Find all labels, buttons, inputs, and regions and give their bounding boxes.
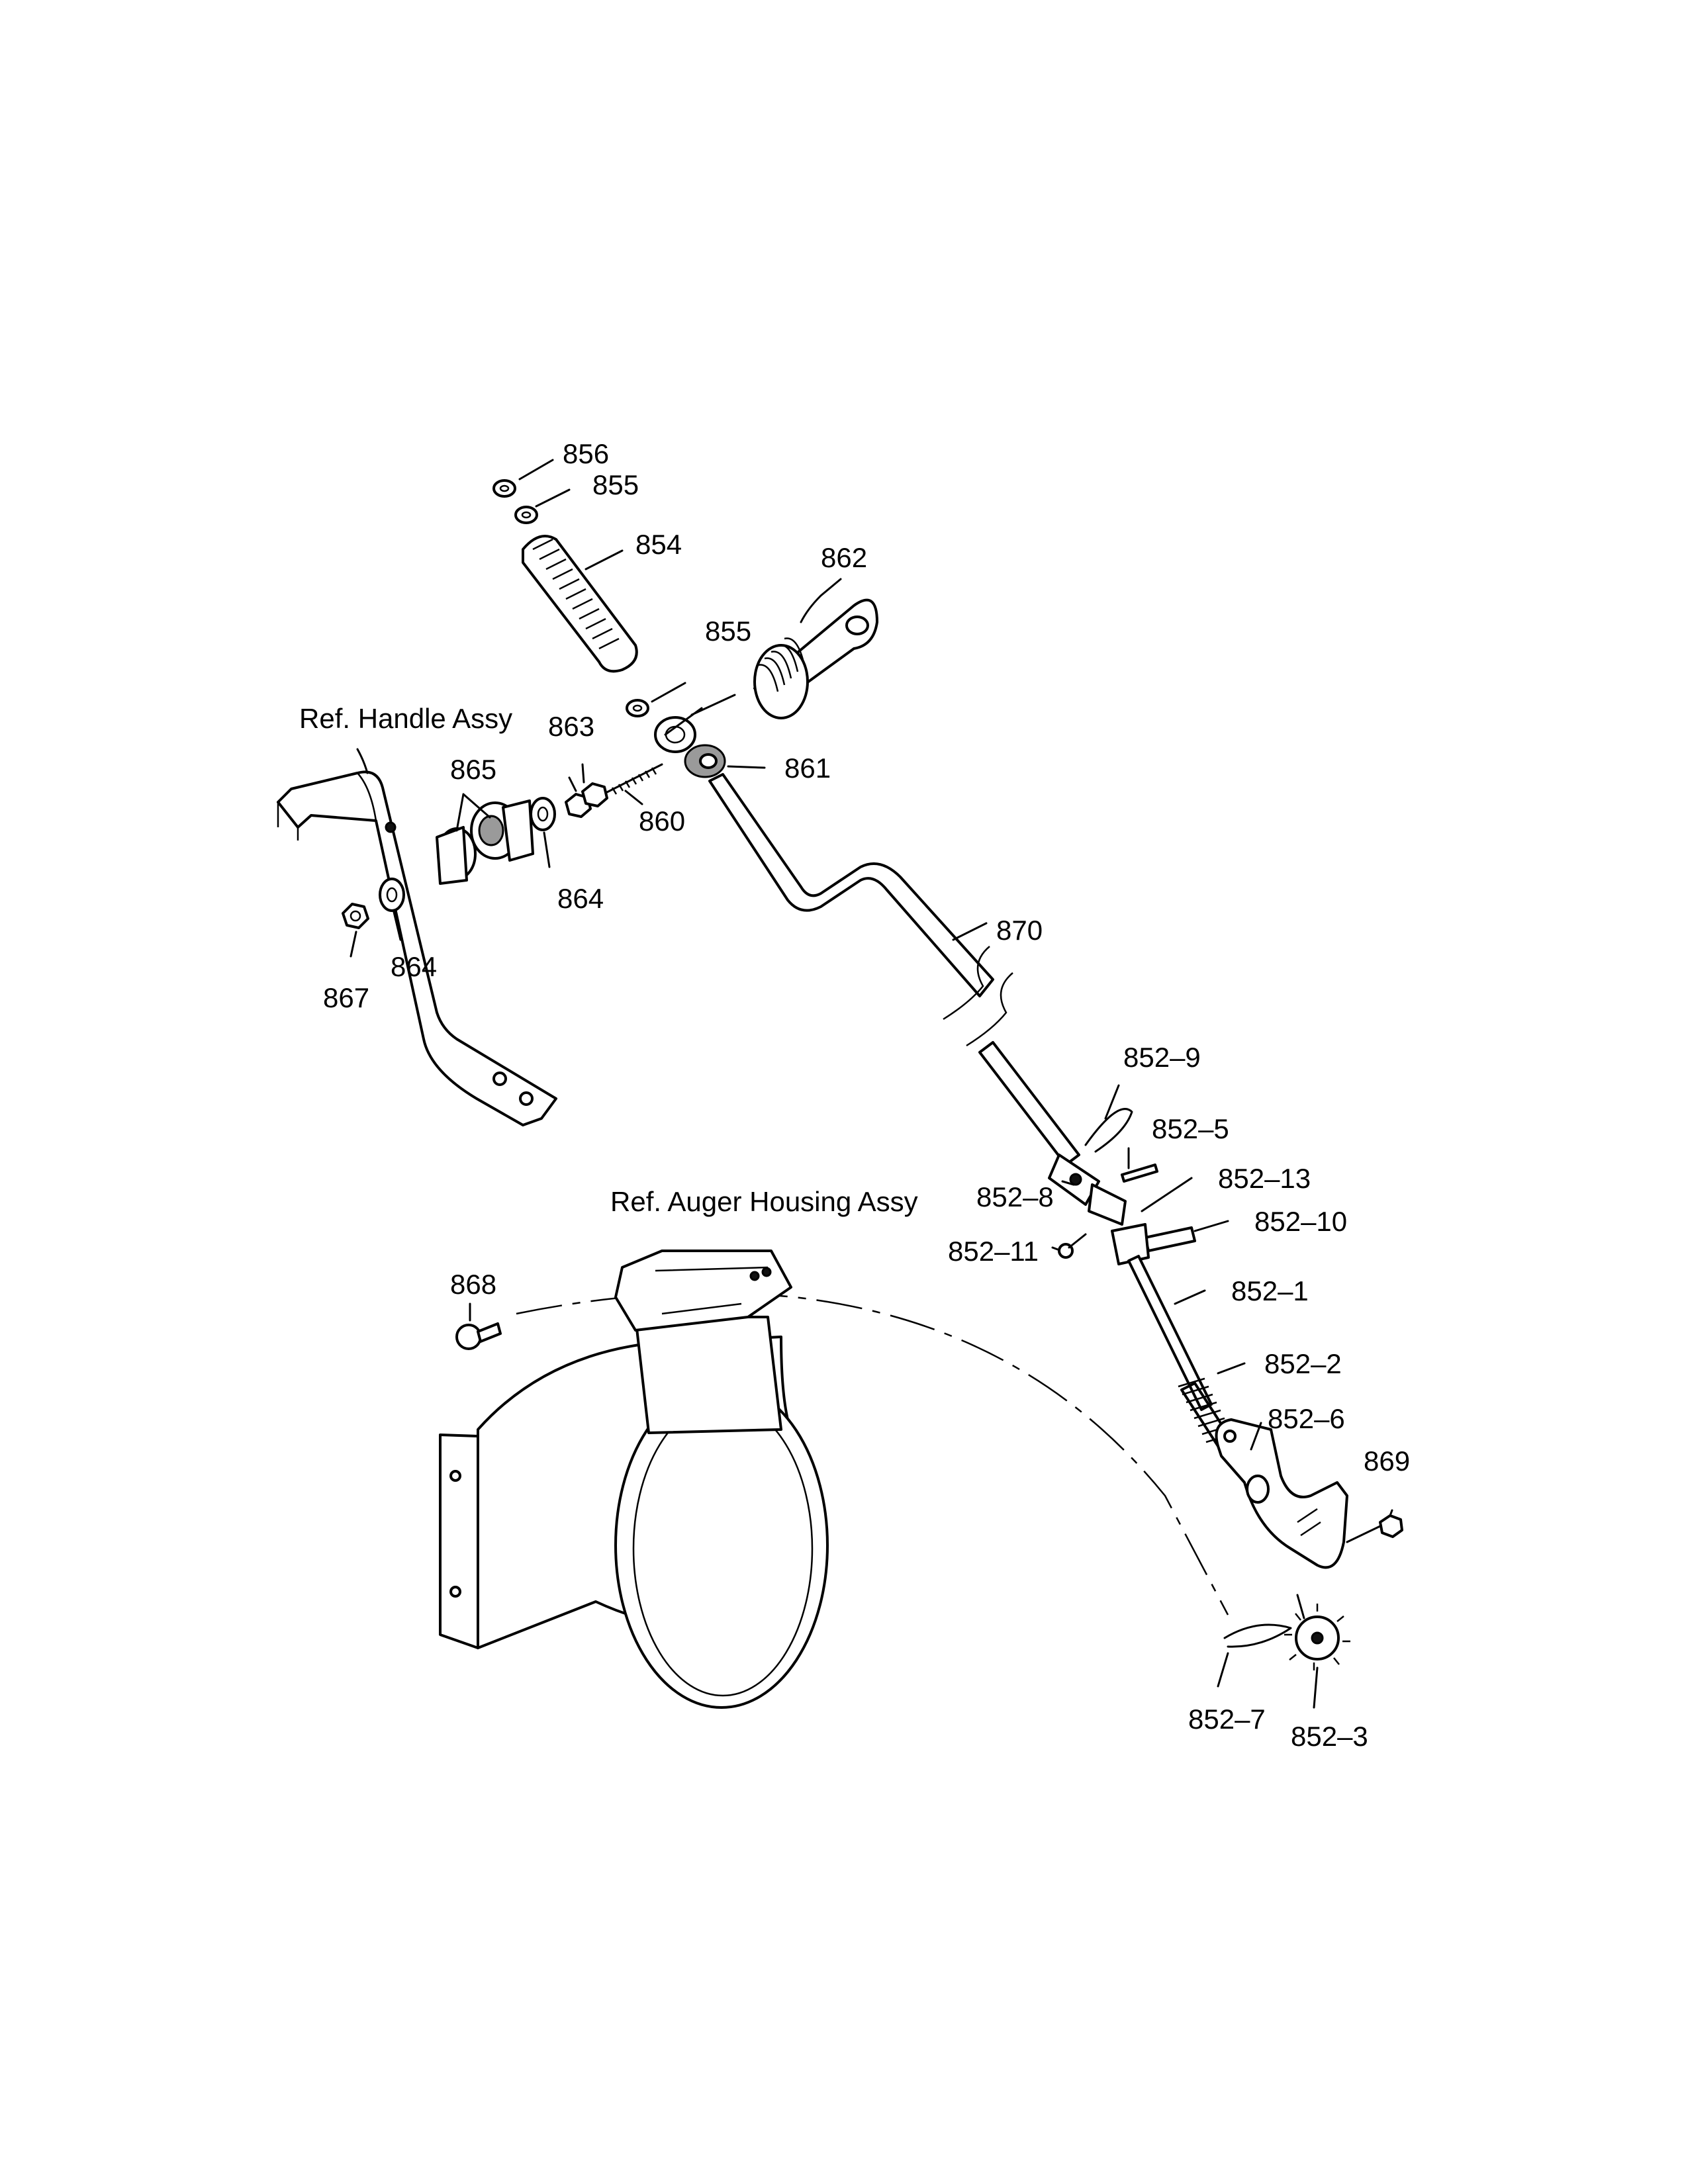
bushing-865 bbox=[436, 799, 534, 885]
label-852-3: 852–3 bbox=[1291, 1721, 1368, 1752]
label-860: 860 bbox=[639, 805, 685, 837]
hair-pin-852-7 bbox=[1223, 1623, 1292, 1648]
auger-housing-assy bbox=[439, 1250, 829, 1709]
label-864-upper: 864 bbox=[557, 883, 604, 914]
label-852-2: 852–2 bbox=[1264, 1348, 1342, 1379]
bracket-852-6 bbox=[1215, 1418, 1348, 1569]
label-852-10: 852–10 bbox=[1254, 1206, 1347, 1237]
washer-855-top bbox=[514, 506, 538, 524]
carriage-bolt-868 bbox=[455, 1322, 502, 1350]
nut-867 bbox=[342, 903, 369, 929]
rod-870 bbox=[708, 773, 1080, 1166]
label-855-top: 855 bbox=[592, 469, 639, 500]
label-867: 867 bbox=[323, 982, 369, 1013]
label-852-13: 852–13 bbox=[1218, 1163, 1311, 1194]
pin-852-10 bbox=[1144, 1226, 1196, 1252]
pin-852-5 bbox=[1121, 1163, 1158, 1183]
label-862: 862 bbox=[821, 542, 867, 573]
washer-855-mid bbox=[626, 699, 649, 717]
label-852-8: 852–8 bbox=[976, 1181, 1054, 1212]
washer-856 bbox=[492, 479, 516, 498]
ref-auger-housing-assy-label: Ref. Auger Housing Assy bbox=[610, 1186, 918, 1217]
leader-lines bbox=[350, 459, 1393, 1709]
label-864-lower: 864 bbox=[391, 951, 437, 982]
grip-854 bbox=[522, 535, 638, 673]
label-861: 861 bbox=[784, 752, 831, 784]
label-852-1: 852–1 bbox=[1231, 1275, 1309, 1306]
bolt-860 bbox=[604, 716, 696, 795]
label-863: 863 bbox=[548, 711, 594, 742]
label-865: 865 bbox=[450, 754, 496, 785]
washer-864-upper bbox=[530, 797, 556, 831]
gear-852-3 bbox=[1284, 1594, 1350, 1670]
rod-852-1 bbox=[1127, 1255, 1213, 1411]
label-852-6: 852–6 bbox=[1268, 1403, 1345, 1434]
label-856: 856 bbox=[563, 438, 609, 469]
hair-pin-852-9 bbox=[1084, 1108, 1133, 1153]
bushing-861 bbox=[684, 744, 726, 778]
label-852-11: 852–11 bbox=[948, 1236, 1039, 1267]
label-852-7: 852–7 bbox=[1188, 1704, 1266, 1735]
bolt-852-11 bbox=[1058, 1233, 1087, 1259]
label-855-mid: 855 bbox=[705, 615, 751, 647]
clevis-852-8 bbox=[1048, 1154, 1100, 1206]
label-869: 869 bbox=[1364, 1445, 1410, 1477]
link-852-13 bbox=[1088, 1183, 1127, 1226]
washer-864-lower bbox=[379, 878, 405, 912]
nut-863 bbox=[565, 782, 608, 818]
clamp-852-13b bbox=[1111, 1223, 1150, 1265]
label-870: 870 bbox=[996, 915, 1043, 946]
label-868: 868 bbox=[450, 1269, 496, 1300]
bolt-869 bbox=[1346, 1514, 1403, 1543]
label-854: 854 bbox=[635, 529, 682, 560]
label-852-9: 852–9 bbox=[1123, 1042, 1201, 1073]
ref-handle-assy-label: Ref. Handle Assy bbox=[299, 703, 512, 734]
handle-assy-bracket bbox=[277, 770, 557, 1126]
label-852-5: 852–5 bbox=[1152, 1113, 1229, 1144]
coupling-862 bbox=[753, 598, 878, 719]
